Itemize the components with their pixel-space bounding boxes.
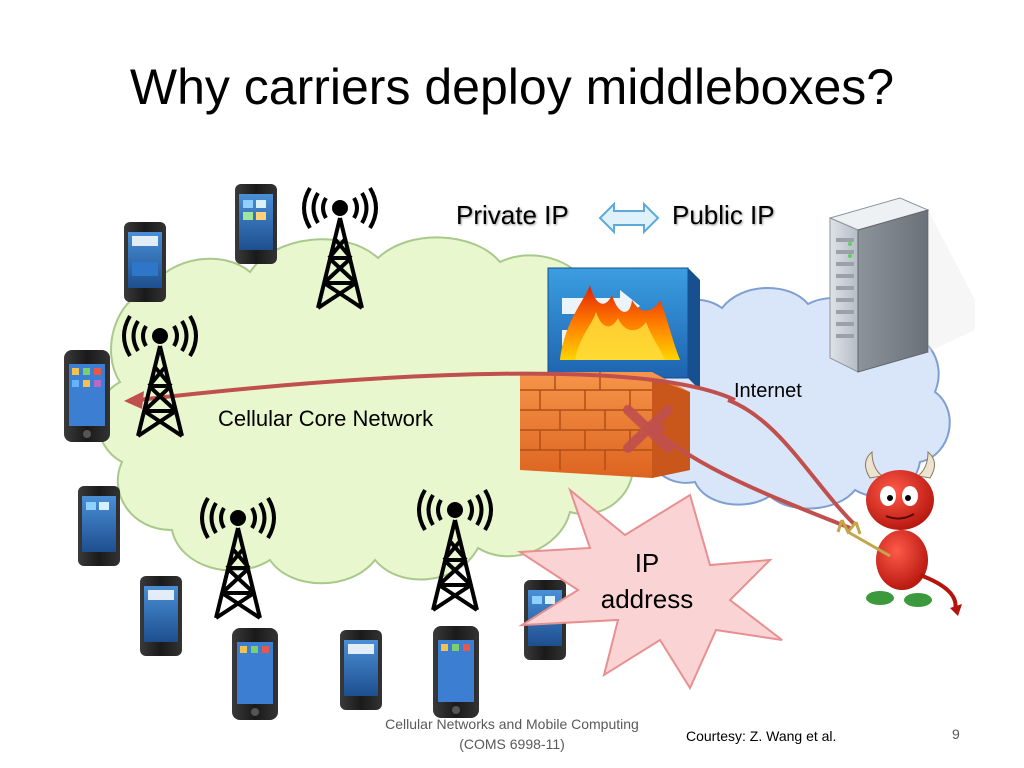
smartphone-icon (340, 630, 382, 710)
course-title: Cellular Networks and Mobile Computing (385, 716, 639, 732)
page-number: 9 (952, 726, 960, 742)
smartphone-icon (433, 626, 479, 718)
bidirectional-arrow-icon (598, 201, 660, 235)
blocked-x-icon (623, 405, 673, 453)
smartphone-icon (64, 350, 110, 442)
ip-address-label: IP address (600, 548, 694, 614)
cell-tower-icon (200, 496, 276, 620)
smartphone-icon (232, 628, 278, 720)
cellular-cloud (96, 236, 659, 585)
attacker-upstream-path (727, 398, 857, 527)
slide-title: Why carriers deploy middleboxes? (129, 59, 895, 115)
smartphone-icon (124, 222, 166, 302)
courtesy-note: Courtesy: Z. Wang et al. (686, 728, 837, 744)
course-code: (COMS 6998-11) (459, 736, 565, 752)
devil-attacker-icon (836, 450, 962, 616)
course-footer: Cellular Networks and Mobile Computing (… (362, 714, 662, 754)
smartphone-icon (235, 184, 277, 264)
smartphone-icon (140, 576, 182, 656)
cell-tower-icon (302, 186, 378, 310)
internet-label: Internet (734, 380, 802, 402)
cell-tower-icon (122, 314, 198, 438)
public-ip-label: Public IP (672, 200, 775, 230)
blocked-traffic-arrow (653, 428, 851, 530)
firewall-icon (520, 267, 700, 478)
server-icon (828, 197, 975, 373)
cellular-core-network-label: Cellular Core Network (218, 406, 434, 431)
ip-address-burst (516, 486, 783, 691)
smartphone-icon (78, 486, 120, 566)
cell-tower-icon (417, 488, 493, 612)
allowed-traffic-arrow (137, 371, 736, 402)
private-ip-label: Private IP (456, 200, 569, 230)
arrow-head (124, 391, 144, 409)
